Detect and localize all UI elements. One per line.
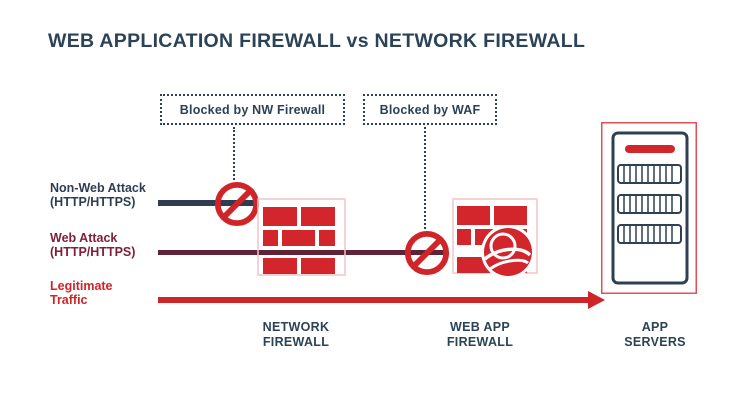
flow-label-line1: Web Attack: [50, 231, 118, 245]
callout-blocked-by-waf: Blocked by WAF: [363, 94, 497, 125]
flow-label-line1: Legitimate: [50, 279, 113, 293]
server-rack-icon: [601, 122, 697, 294]
node-label-line1: WEB APP: [450, 320, 510, 334]
globe-icon: [481, 225, 535, 278]
node-label-line2: FIREWALL: [262, 335, 330, 349]
flow-label-non-web-attack: Non-Web Attack (HTTP/HTTPS): [50, 181, 146, 209]
flow-label-line2: (HTTP/HTTPS): [50, 245, 136, 259]
node-label-app-servers: APP SERVERS: [595, 320, 715, 350]
firewall-brick-icon: [257, 198, 346, 276]
page-title: WEB APPLICATION FIREWALL vs NETWORK FIRE…: [48, 30, 586, 52]
node-label-line1: APP: [641, 320, 669, 334]
node-label-line2: FIREWALL: [446, 335, 514, 349]
arrowhead-icon: [588, 291, 605, 309]
firewall-globe-icon: [452, 198, 538, 278]
flow-label-web-attack: Web Attack (HTTP/HTTPS): [50, 231, 135, 259]
node-label-network-firewall: NETWORK FIREWALL: [236, 320, 356, 350]
callout-blocked-by-nw-firewall: Blocked by NW Firewall: [160, 94, 345, 125]
node-label-web-app-firewall: WEB APP FIREWALL: [420, 320, 540, 350]
no-entry-icon: [214, 181, 260, 227]
callout-label: Blocked by NW Firewall: [179, 102, 326, 117]
flow-label-line2: Traffic: [50, 293, 88, 307]
flow-label-line2: (HTTP/HTTPS): [50, 195, 136, 209]
legitimate-traffic-arrow: [158, 297, 588, 303]
node-label-line2: SERVERS: [624, 335, 686, 349]
flow-label-legitimate-traffic: Legitimate Traffic: [50, 279, 113, 307]
web-attack-line: [158, 250, 446, 255]
callout-label: Blocked by WAF: [379, 102, 481, 117]
node-label-line1: NETWORK: [262, 320, 330, 334]
dotted-connector-nw: [233, 127, 235, 180]
flow-label-line1: Non-Web Attack: [50, 181, 146, 195]
non-web-attack-line: [158, 200, 254, 206]
no-entry-icon: [404, 230, 450, 276]
dotted-connector-waf: [424, 127, 426, 229]
